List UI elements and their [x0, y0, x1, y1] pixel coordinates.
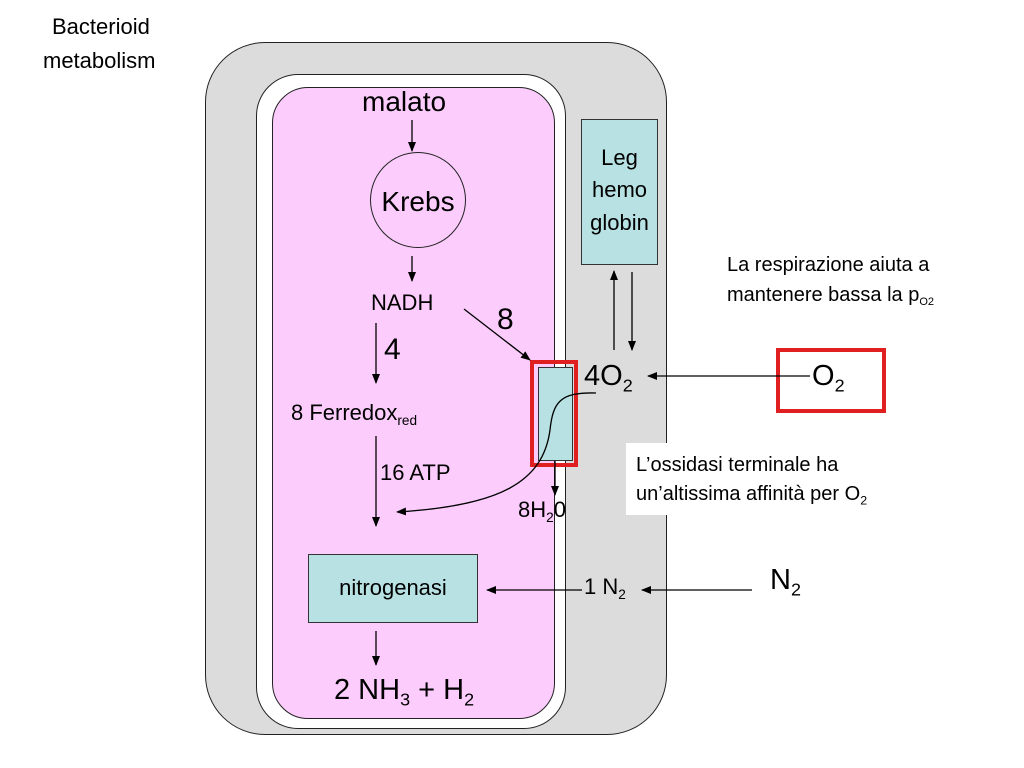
leghemoglobin-line-2: hemo: [591, 177, 648, 202]
stoich-8-label: 8: [497, 303, 514, 336]
water-subscript: 2: [546, 509, 554, 525]
n2-internal-subscript: 2: [618, 586, 626, 602]
arrow-oxidase-atp: [396, 392, 597, 516]
krebs-cycle-circle: [370, 152, 466, 248]
terminal-oxidase-box: [538, 367, 573, 461]
leghemoglobin-line-1: Leg: [601, 145, 638, 170]
oxidase-note-line-1: L’ossidasi terminale ha: [636, 454, 839, 476]
oxygen-external-label: O2: [812, 360, 845, 395]
water-o: 0: [553, 497, 566, 522]
oxidase-note-text: un’altissima affinità per O: [636, 483, 861, 505]
oxidase-note-line-2: un’altissima affinità per O2: [636, 483, 868, 508]
nitrogenase-box: [308, 554, 478, 623]
title-line-1: Bacterioid: [52, 14, 150, 39]
arrow-nadh-oxidase: [463, 308, 531, 361]
title-line-2: metabolism: [43, 48, 156, 73]
products-sub-3: 3: [400, 689, 411, 710]
water-label: 8H20: [518, 497, 566, 525]
oxygen-external-text: O: [812, 360, 835, 392]
respiration-note-line-2: mantenere bassa la pO2: [727, 284, 935, 308]
products-label: 2 NH3 + H2: [334, 674, 474, 709]
stoich-4-label: 4: [384, 333, 401, 366]
n2-internal-label: 1 N2: [584, 574, 626, 602]
krebs-label: Krebs: [381, 186, 455, 217]
respiration-note-line-1: La respirazione aiuta a: [727, 254, 930, 276]
n2-external-text: N: [770, 564, 791, 596]
n2-external-label: N2: [770, 564, 801, 599]
oxygen-4-text: 4O: [584, 360, 623, 392]
products-h: + H: [410, 674, 465, 706]
oxygen-4-subscript: 2: [622, 375, 633, 396]
nitrogenase-label: nitrogenasi: [339, 575, 447, 600]
products-sub-2: 2: [464, 689, 475, 710]
oxygen-highlight-box: [776, 348, 886, 413]
respiration-note-text: mantenere bassa la p: [727, 284, 920, 306]
ferredoxin-subscript: red: [397, 412, 418, 428]
atp-label: 16 ATP: [380, 460, 451, 485]
oxidase-note-background: [626, 443, 928, 515]
ferredoxin-label: 8 Ferredoxred: [291, 400, 417, 428]
ferredoxin-text: 8 Ferredox: [291, 400, 398, 425]
products-nh: 2 NH: [334, 674, 401, 706]
oxidase-note-subscript: 2: [860, 493, 868, 508]
nadh-label: NADH: [371, 290, 434, 315]
water-h: 8H: [518, 497, 547, 522]
respiration-note-subscript: O2: [919, 295, 935, 308]
leghemoglobin-box: [581, 119, 658, 265]
n2-external-subscript: 2: [790, 579, 801, 600]
leghemoglobin-line-3: globin: [590, 210, 649, 235]
oxygen-4-label: 4O2: [584, 360, 633, 395]
oxygen-external-subscript: 2: [834, 375, 845, 396]
malato-label: malato: [362, 86, 447, 117]
n2-internal-text: 1 N: [584, 574, 619, 599]
oxidase-highlight-box: [530, 360, 578, 467]
